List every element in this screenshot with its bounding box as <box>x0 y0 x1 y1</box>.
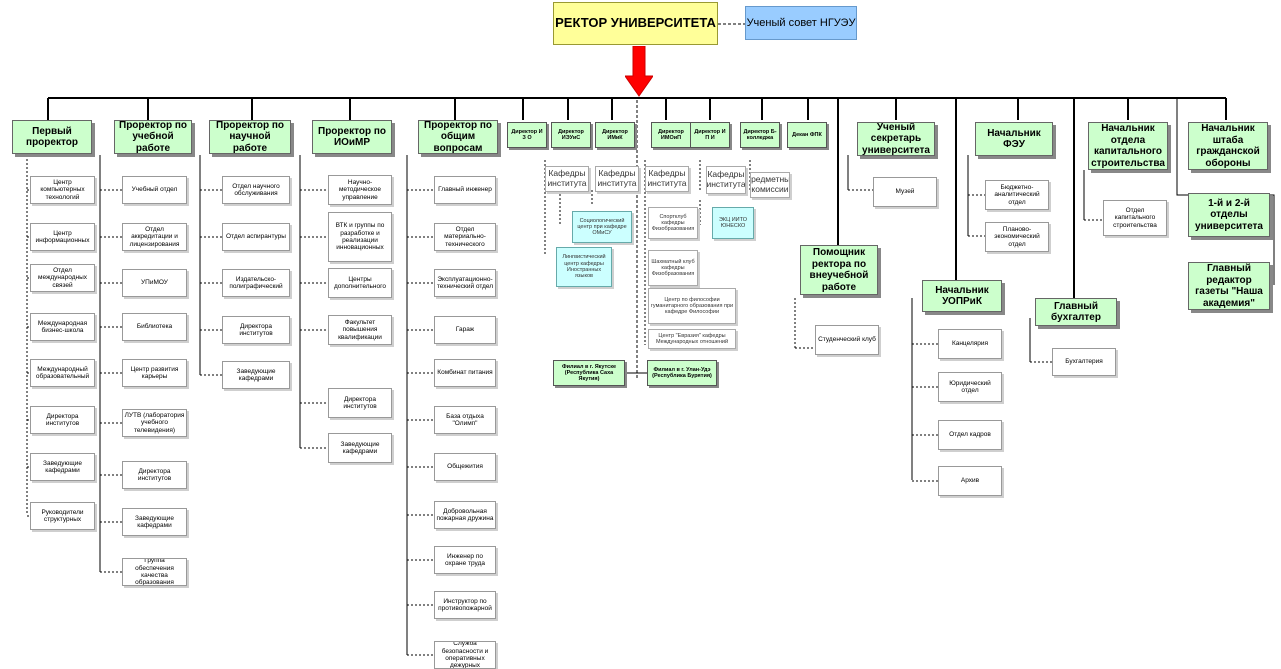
column-1-item-6: Директора институтов <box>122 461 187 489</box>
column-head-4: Проректор по общим вопросам <box>418 120 498 154</box>
column-3-item-4: Директора институтов <box>328 388 392 418</box>
column-0-item-3: Международная бизнес-школа <box>30 313 95 341</box>
capital-head-box: Начальник отдела капитального строительс… <box>1088 122 1168 170</box>
column-2-item-2: Издательско-полиграфический <box>222 269 290 297</box>
column-4-item-2: Эксплуатационно-технический отдел <box>434 269 496 297</box>
column-3-item-1: ВТК и группы по разработке и реализации … <box>328 212 392 262</box>
column-3-item-2: Центры дополнительного <box>328 268 392 298</box>
academic-council-box: Ученый совет НГУЭУ <box>745 6 857 40</box>
branch-yakutsk: Филиал в г. Якутске (Республика Саха Яку… <box>553 360 625 386</box>
student-club-box: Студенческий клуб <box>815 325 879 355</box>
museum-box: Музей <box>873 177 937 207</box>
branch-ulan-ude: Филиал в г. Улан-Удэ (Республика Бурятия… <box>647 360 717 386</box>
civil-defense-box: Начальник штаба гражданской обороны <box>1188 122 1268 170</box>
director-box-1: Директор ИЭУиС <box>551 122 591 148</box>
director-box-5: Директор Б-колледжа <box>740 122 780 148</box>
column-4-item-8: Инженер по охране труда <box>434 546 496 574</box>
unesco-center: ЭКЦ ИИТО ЮНЕСКО <box>712 207 754 239</box>
column-4-item-0: Главный инженер <box>434 176 496 204</box>
column-3-item-3: Факультет повышения квалификации <box>328 315 392 345</box>
column-1-item-5: ЛУТВ (лаборатория учебного телевидения) <box>122 409 187 437</box>
director-box-6: Декан ФПК <box>787 122 827 148</box>
column-head-3: Проректор по ИОиМР <box>312 120 392 154</box>
eurasia-center: Центр "Евразия" кафедры Международных от… <box>648 329 736 349</box>
sociology-center: Социологический центр при кафедре ОМиСУ <box>572 211 632 243</box>
subject-commissions: Предметные комиссии <box>750 172 790 198</box>
column-0-item-4: Международный образовательный <box>30 359 95 387</box>
sport-club: Спортклуб кафедры Физобразования <box>648 207 698 239</box>
column-4-item-4: Комбинат питания <box>434 359 496 387</box>
column-1-item-3: Библиотека <box>122 313 187 341</box>
column-1-item-0: Учебный отдел <box>122 176 187 204</box>
column-3-item-5: Заведующие кафедрами <box>328 433 392 463</box>
column-0-item-2: Отдел международных связей <box>30 264 95 292</box>
uopk-item-0: Канцелярия <box>938 329 1002 359</box>
column-3-item-0: Научно-методическое управление <box>328 175 392 205</box>
column-1-item-8: Группа обеспечения качества образования <box>122 558 187 586</box>
uopk-item-2: Отдел кадров <box>938 420 1002 450</box>
column-1-item-4: Центр развития карьеры <box>122 359 187 387</box>
institute-departments-2: Кафедры института <box>595 166 639 192</box>
column-0-item-0: Центр компьютерных технологий <box>30 176 95 204</box>
column-0-item-6: Заведующие кафедрами <box>30 453 95 481</box>
director-box-2: Директор ИМиК <box>595 122 635 148</box>
column-4-item-5: База отдыха "Олимп" <box>434 406 496 434</box>
column-2-item-0: Отдел научного обслуживания <box>222 176 290 204</box>
column-head-1: Проректор по учебной работе <box>114 120 192 154</box>
institute-departments-4: Кафедры института <box>706 166 746 194</box>
editor-box: Главный редактор газеты "Наша академия" <box>1188 262 1270 310</box>
feu-item-0: Бюджетно-аналитический отдел <box>985 180 1049 210</box>
philosophy-center: Центр по философии гуманитарного образов… <box>648 288 736 324</box>
uopk-item-1: Юридический отдел <box>938 372 1002 402</box>
secretary-box: Ученый секретарь университета <box>857 122 935 156</box>
institute-departments-3: Кафедры института <box>645 166 689 192</box>
column-head-0: Первый проректор <box>12 120 92 154</box>
director-box-4: Директор И П И <box>690 122 730 148</box>
institute-departments-1: Кафедры института <box>545 166 589 192</box>
accountant-box: Главный бухгалтер <box>1035 298 1117 326</box>
column-4-item-10: Служба безопасности и оперативных дежурн… <box>434 641 496 669</box>
feu-head-box: Начальник ФЭУ <box>975 122 1053 156</box>
column-2-item-4: Заведующие кафедрами <box>222 361 290 389</box>
column-head-2: Проректор по научной работе <box>209 120 291 154</box>
accounting-box: Бухгалтерия <box>1052 348 1116 376</box>
column-2-item-3: Директора институтов <box>222 316 290 344</box>
departments-box: 1-й и 2-й отделы университета <box>1188 193 1270 237</box>
column-4-item-9: Инструктор по противопожарной <box>434 591 496 619</box>
rector-box: РЕКТОР УНИВЕРСИТЕТА <box>553 2 718 45</box>
uopk-head-box: Начальник УОПРиК <box>922 280 1002 312</box>
column-0-item-1: Центр информационных <box>30 223 95 251</box>
linguistic-center: Лингвистический центр кафедры Иностранны… <box>556 247 612 287</box>
assistant-box: Помощник ректора по внеучебной работе <box>800 245 878 295</box>
column-1-item-2: УПиМОУ <box>122 269 187 297</box>
column-4-item-7: Добровольная пожарная дружина <box>434 501 496 529</box>
capital-item-box: Отдел капитального строительства <box>1103 200 1167 236</box>
column-4-item-3: Гараж <box>434 316 496 344</box>
chess-club: Шахматный клуб кафедры Физобразования <box>648 250 698 286</box>
uopk-item-3: Архив <box>938 466 1002 496</box>
column-0-item-5: Директора институтов <box>30 406 95 434</box>
column-4-item-6: Общежития <box>434 453 496 481</box>
column-0-item-7: Руководители структурных <box>30 502 95 530</box>
director-box-3: Директор ИМОиП <box>651 122 691 148</box>
column-1-item-7: Заведующие кафедрами <box>122 508 187 536</box>
director-box-0: Директор И З О <box>507 122 547 148</box>
column-2-item-1: Отдел аспирантуры <box>222 223 290 251</box>
down-arrow-icon <box>625 46 653 97</box>
column-1-item-1: Отдел аккредитации и лицензирования <box>122 223 187 251</box>
feu-item-1: Планово-экономический отдел <box>985 222 1049 252</box>
column-4-item-1: Отдел материально-технического <box>434 223 496 251</box>
